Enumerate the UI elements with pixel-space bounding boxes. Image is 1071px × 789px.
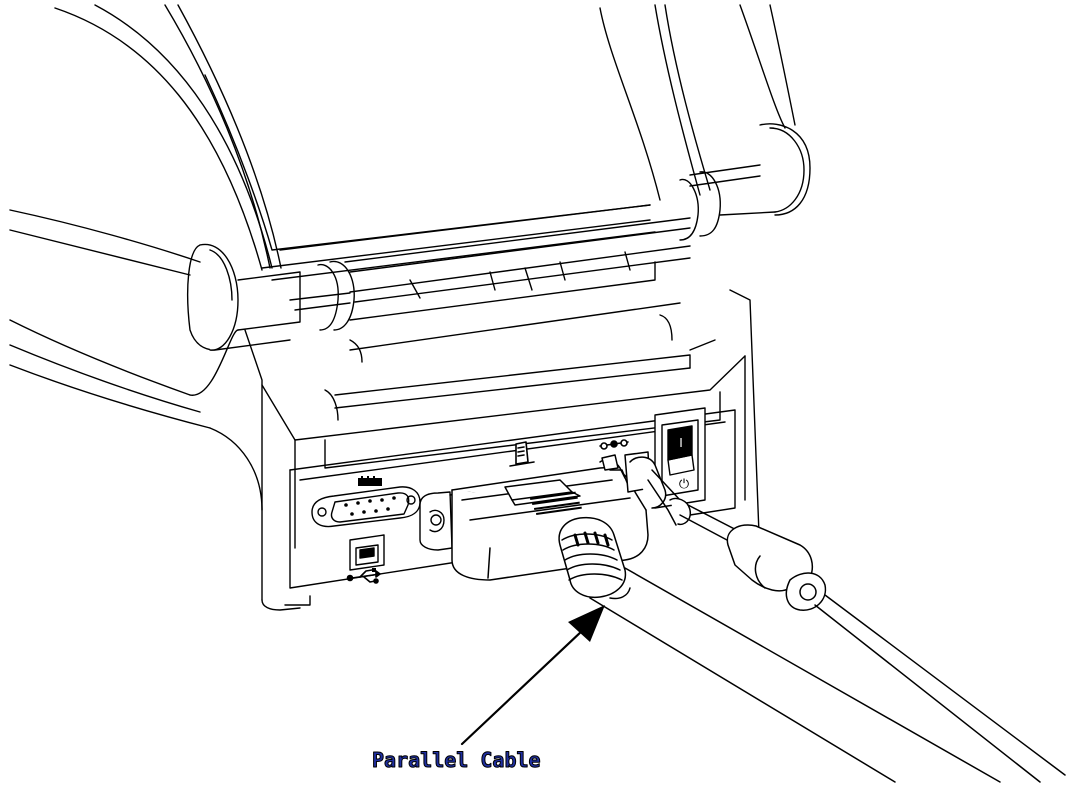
serial-port [311, 486, 421, 528]
parallel-port-icon [509, 441, 535, 467]
parallel-latch [419, 491, 453, 551]
callout-arrow [460, 605, 605, 746]
power-switch [654, 407, 706, 509]
serial-port-icon [358, 476, 382, 486]
callout-label: Parallel Cable [372, 748, 541, 772]
power-cord [624, 451, 1066, 783]
left-cover-hinge [186, 243, 355, 351]
usb-icon [346, 568, 381, 584]
usb-port [349, 534, 385, 571]
dc-power-icon [599, 439, 629, 450]
switch-off-mark: ⏻ [679, 477, 689, 492]
power-switch-icon: I ⏻ [679, 436, 689, 492]
parallel-cable [558, 516, 1001, 783]
printer-left-side [9, 319, 311, 611]
printer-top-cover [9, 4, 796, 281]
media-slot [344, 217, 691, 351]
switch-on-mark: I [679, 436, 683, 450]
printer-rear-body [261, 289, 761, 589]
right-cover-hinge [679, 123, 811, 241]
